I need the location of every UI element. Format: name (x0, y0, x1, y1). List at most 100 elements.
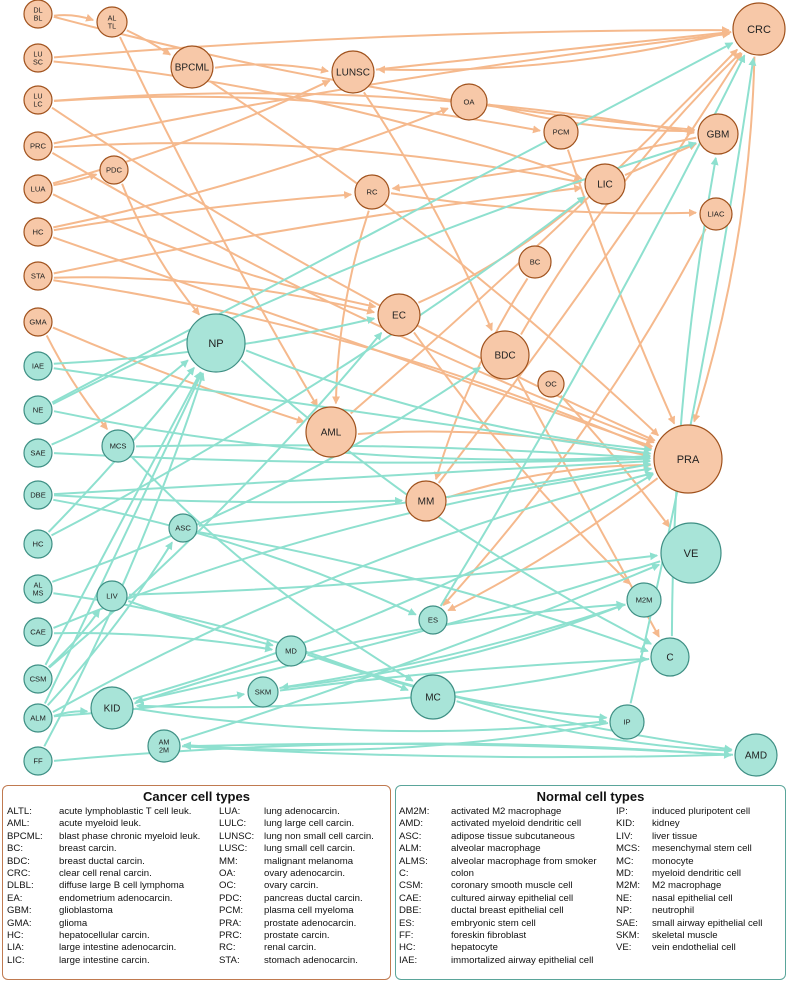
normal-legend-definition: cultured airway epithelial cell (451, 892, 574, 904)
node-circle-HC_n (23, 529, 53, 559)
node-label-ALTL: TL (108, 21, 116, 30)
normal-legend-entry: LIV:liver tissue (616, 830, 697, 843)
node-label-ALTL: AL (108, 14, 117, 23)
node-MC: MC (410, 674, 456, 720)
node-label-IP: IP (623, 718, 630, 727)
edge-GBM-RC (391, 136, 697, 192)
node-label-DLBL: BL (34, 13, 43, 22)
node-LUA: LUA (23, 174, 53, 204)
edge-IAE-PRA (53, 367, 652, 457)
cancer-legend-definition: stomach adenocarcin. (264, 954, 358, 966)
edge-CRC-PRA (692, 56, 756, 423)
normal-legend-abbrev: AMD: (399, 818, 423, 830)
cancer-legend-entry: GMA:glioma (7, 918, 87, 930)
node-label-HC_c: HC (33, 228, 44, 237)
normal-legend-entry: ALM:alveolar macrophage (399, 843, 541, 855)
node-circle-LUNSC (331, 50, 375, 94)
cancer-legend-abbrev: LIA: (7, 942, 25, 954)
node-label-OC: OC (545, 380, 557, 389)
normal-legend-abbrev: VE: (616, 942, 632, 954)
node-label-SKM: SKM (255, 688, 271, 697)
edge-DBE-PRA (53, 457, 652, 496)
normal-legend-abbrev: SAE: (616, 917, 638, 929)
node-label-LIAC: LIAC (708, 210, 725, 219)
node-circle-KID (90, 686, 134, 730)
edge-PRC-CRC (53, 30, 731, 145)
edge-ALM-PRA (52, 470, 654, 713)
normal-legend-definition: colon (451, 868, 474, 879)
normal-legend-abbrev: NP: (616, 905, 632, 917)
normal-legend-abbrev: FF: (399, 930, 414, 941)
normal-legend-entry: MC:monocyte (616, 856, 694, 868)
cancer-legend-definition: hepatocellular carcin. (59, 930, 150, 941)
node-label-BPCML: BPCML (175, 63, 210, 74)
normal-legend-abbrev: M2M: (616, 880, 640, 892)
node-LIAC: LIAC (699, 197, 733, 231)
node-circle-MC (410, 674, 456, 720)
normal-legend-definition: immortalized airway epithelial cell (451, 954, 594, 966)
node-OA: OA (450, 83, 488, 121)
node-LIV: LIV (96, 580, 128, 612)
edge-FF-NP (43, 372, 205, 747)
node-circle-CSM (23, 664, 53, 694)
cancer-legend-definition: clear cell renal carcin. (59, 868, 152, 879)
cancer-legend-definition: large intestine adenocarcin. (59, 942, 177, 954)
cancer-legend-entry: OA:ovary adenocarcin. (219, 868, 345, 880)
normal-legend-definition: hepatocyte (451, 942, 498, 954)
edge-ALMS-BDC (51, 366, 481, 583)
normal-legend-definition: alveolar macrophage from smoker (451, 855, 597, 867)
edge-PCM-PRA (566, 149, 676, 425)
edge-LUSC-CRC (53, 26, 730, 59)
node-circle-BC (518, 245, 552, 279)
node-label-CSM: CSM (30, 675, 47, 684)
node-label-LUSC: LU (33, 50, 42, 59)
node-label-DBE: DBE (30, 491, 46, 500)
cancer-legend-entry: PCM:plasma cell myeloma (219, 905, 354, 917)
node-HC_n: HC (23, 529, 53, 559)
node-circle-NE (23, 395, 53, 425)
node-label-M2M: M2M (636, 596, 653, 605)
node-label-ALMS: MS (33, 588, 44, 597)
node-label-ALMS: AL (34, 581, 43, 590)
node-OC: OC (537, 370, 565, 398)
node-label-STA: STA (31, 272, 46, 281)
normal-legend-abbrev: LIV: (616, 830, 633, 842)
node-CSM: CSM (23, 664, 53, 694)
node-label-LUNSC: LUNSC (336, 68, 370, 79)
node-circle-MD (275, 635, 307, 667)
node-label-PDC: PDC (106, 166, 123, 175)
node-LULC: LULC (23, 85, 53, 115)
node-AML: AML (305, 406, 357, 458)
edge-LULC-PRA (51, 106, 656, 442)
cancer-legend-abbrev: ALTL: (7, 806, 32, 817)
normal-legend-entry: M2M:M2 macrophage (616, 880, 721, 892)
edge-VE-KID (135, 560, 661, 704)
node-CRC: CRC (732, 2, 786, 56)
cancer-legend-abbrev: PRA: (219, 917, 242, 929)
node-label-CRC: CRC (747, 24, 771, 36)
edge-SKM-C (279, 655, 649, 692)
cancer-legend-abbrev: LUNSC: (219, 830, 255, 842)
node-circle-VE (660, 522, 722, 584)
node-circle-MM (405, 480, 447, 522)
edge-STA-EC (53, 276, 376, 315)
normal-legend-entry: C:colon (399, 868, 474, 880)
cancer-legend-entry: DLBL:diffuse large B cell lymphoma (7, 880, 184, 892)
node-circle-LIC (584, 163, 626, 205)
cancer-legend-abbrev: HC: (7, 930, 24, 941)
normal-legend-definition: nasal epithelial cell (652, 892, 733, 904)
node-ES: ES (418, 605, 448, 635)
node-label-MC: MC (425, 693, 441, 704)
cancer-legend-abbrev: AML: (7, 818, 30, 830)
node-AMD: AMD (734, 733, 778, 777)
edge-KID-M2M (134, 600, 625, 705)
edge-AML-CRC (350, 48, 738, 415)
node-PRC: PRC (23, 131, 53, 161)
normal-legend-abbrev: ASC: (399, 830, 422, 842)
cancer-legend-abbrev: PRC: (219, 930, 242, 941)
cancer-legend-abbrev: BPCML: (7, 830, 43, 842)
node-label-MD: MD (285, 647, 297, 656)
node-circle-LUSC (23, 43, 53, 73)
normal-legend-entry: CSM:coronary smooth muscle cell (399, 880, 573, 892)
